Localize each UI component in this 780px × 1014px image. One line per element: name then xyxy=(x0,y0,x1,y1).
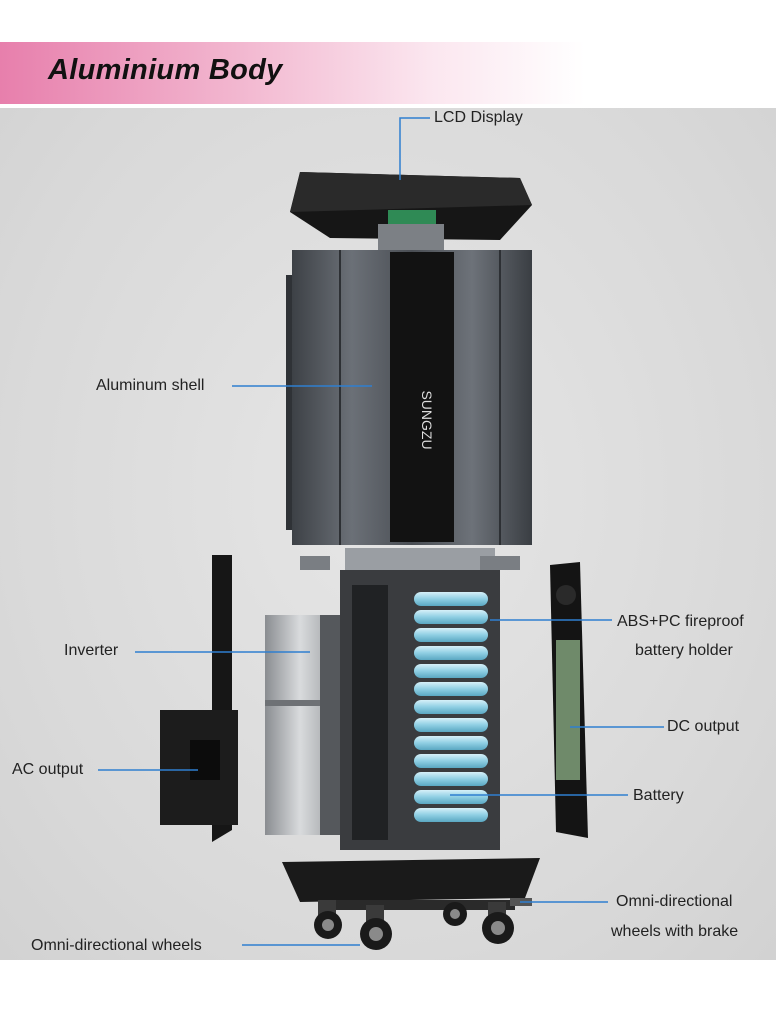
leader-lines xyxy=(98,117,664,946)
callout-omni-brake-line2: wheels with brake xyxy=(611,923,739,940)
title-banner: Aluminium Body xyxy=(0,42,780,104)
wheel-front-center xyxy=(360,905,392,950)
right-side-panel xyxy=(550,562,588,838)
callout-abs-pc-line1: ABS+PC fireproof xyxy=(617,613,744,630)
callout-abs-pc-line2: battery holder xyxy=(635,642,733,659)
battery-cells xyxy=(414,592,488,822)
leader-lcd-display xyxy=(399,117,430,180)
frame-connectors xyxy=(300,548,520,570)
wheel-back xyxy=(443,902,467,926)
wheel-front-left xyxy=(314,900,342,939)
callout-lcd-display: LCD Display xyxy=(434,109,523,126)
aluminum-shell: SUNGZU xyxy=(286,250,532,545)
inverter xyxy=(265,615,340,835)
callout-omni-wheels: Omni-directional wheels xyxy=(31,937,202,954)
left-side-panel xyxy=(160,555,238,842)
callout-battery: Battery xyxy=(633,787,684,804)
base-with-wheels xyxy=(282,858,540,950)
callout-ac-output: AC output xyxy=(12,761,84,778)
callout-inverter: Inverter xyxy=(64,642,119,659)
callout-aluminum-shell: Aluminum shell xyxy=(96,377,205,394)
lcd-display-cap xyxy=(290,172,532,254)
callout-dc-output: DC output xyxy=(667,718,740,735)
brand-logo-text: SUNGZU xyxy=(419,390,435,449)
page-title: Aluminium Body xyxy=(48,54,283,86)
callout-omni-brake-line1: Omni-directional xyxy=(616,893,733,910)
